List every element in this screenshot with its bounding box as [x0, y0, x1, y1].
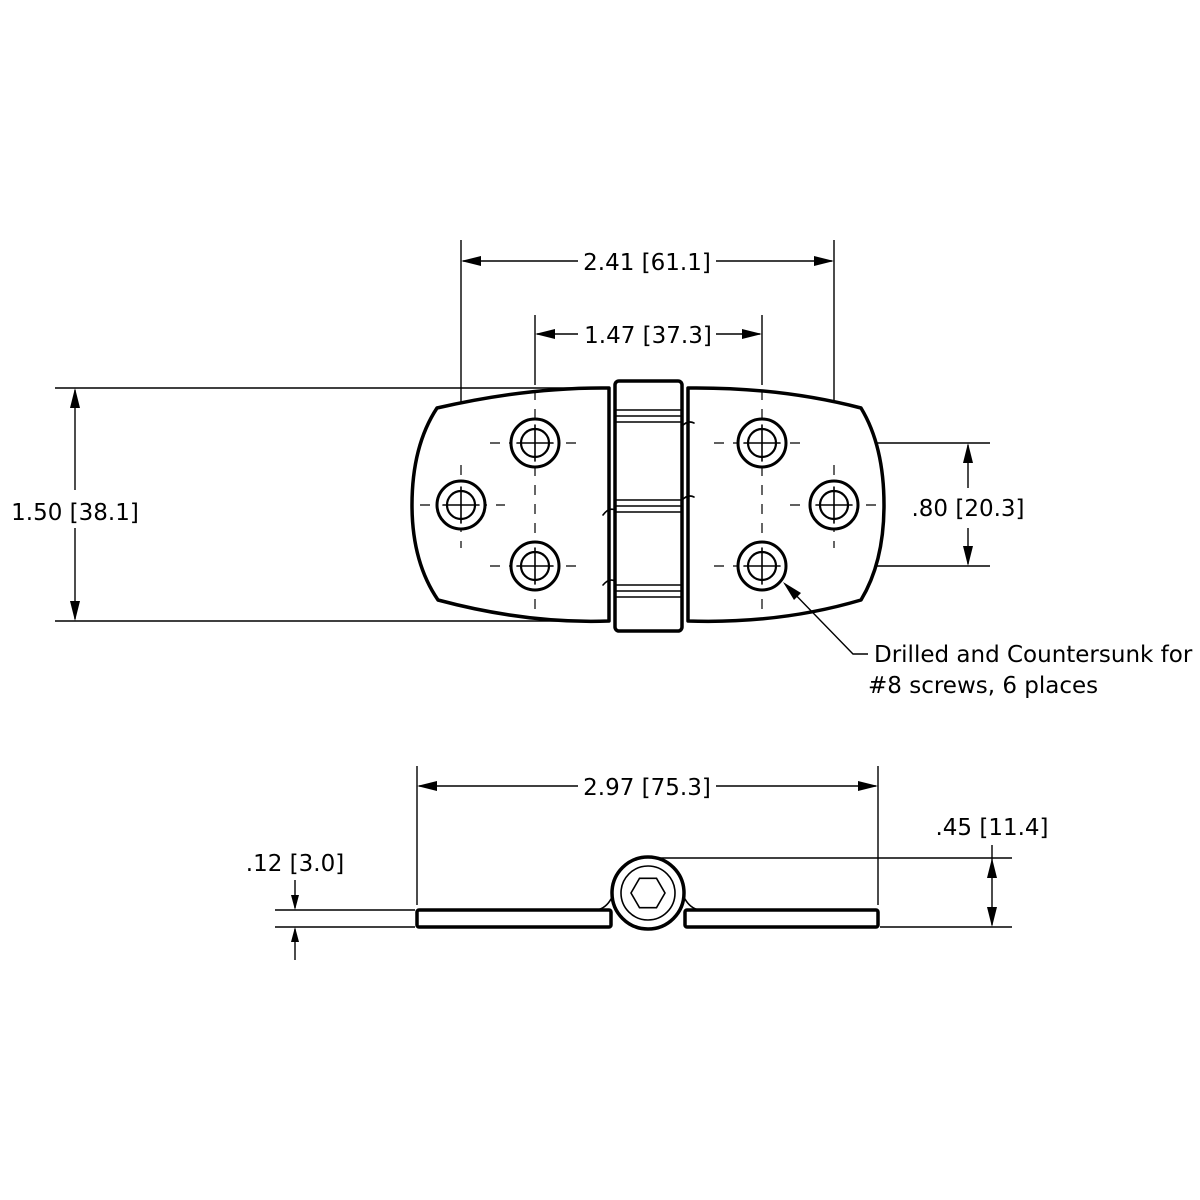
- arrowhead: [291, 927, 299, 942]
- countersunk-hole: [736, 540, 788, 592]
- arrowhead: [987, 907, 997, 927]
- arrowhead: [461, 256, 481, 266]
- hinge-knuckle: [602, 379, 695, 633]
- arrowhead: [742, 329, 762, 339]
- right-leaf-profile: [683, 908, 880, 929]
- inner-hole-spacing-label: 1.47 [37.3]: [584, 323, 712, 349]
- leaf-thickness-label: .12 [3.0]: [246, 851, 344, 877]
- dimension-inner-hole-spacing: 1.47 [37.3]: [535, 323, 762, 349]
- dimension-overall-hole-span: 2.41 [61.1]: [461, 250, 834, 276]
- countersunk-hole: [808, 479, 860, 531]
- note-line-1: Drilled and Countersunk for: [874, 642, 1193, 668]
- countersunk-hole: [509, 417, 561, 469]
- dimension-leaf-thickness: .12 [3.0]: [246, 851, 344, 960]
- arrowhead: [70, 601, 80, 621]
- dimension-vertical-hole-spacing: .80 [20.3]: [906, 443, 1030, 566]
- vertical-hole-spacing-label: .80 [20.3]: [911, 496, 1024, 522]
- overall-length-label: 2.97 [75.3]: [583, 775, 711, 801]
- arrowhead: [70, 388, 80, 408]
- leader-arrowhead: [783, 582, 801, 600]
- countersunk-hole: [435, 479, 487, 531]
- screw-holes: [435, 417, 860, 592]
- arrowhead: [535, 329, 555, 339]
- pin-bore: [620, 865, 676, 921]
- label-background: [8, 494, 144, 526]
- leaf-knuckle-fillet: [596, 898, 612, 911]
- label-background: [906, 492, 1030, 524]
- arrowhead: [858, 781, 878, 791]
- knuckle-join-curve: [602, 508, 616, 516]
- leader-line: [784, 583, 868, 655]
- arrowhead: [814, 256, 834, 266]
- knuckle-join-curve: [602, 579, 616, 586]
- arrowhead: [963, 546, 973, 566]
- leaf-knuckle-fillet: [684, 898, 700, 911]
- knuckle-height-label: .45 [11.4]: [935, 815, 1048, 841]
- arrowhead: [291, 895, 299, 910]
- left-leaf-profile: [415, 908, 613, 929]
- countersunk-hole: [736, 417, 788, 469]
- screw-hole-note: Drilled and Countersunk for #8 screws, 6…: [783, 582, 1193, 699]
- note-line-2: #8 screws, 6 places: [868, 673, 1098, 699]
- countersunk-hole: [509, 540, 561, 592]
- knuckle-join-curve: [681, 421, 695, 427]
- dimension-leaf-height: 1.50 [38.1]: [8, 388, 144, 621]
- knuckle-join-curve: [681, 495, 695, 501]
- arrowhead: [963, 443, 973, 463]
- side-view: 2.97 [75.3] .12 [3.0] .45 [11.4]: [246, 766, 1049, 960]
- leaf-height-label: 1.50 [38.1]: [11, 500, 139, 526]
- dimension-overall-length: 2.97 [75.3]: [417, 775, 878, 801]
- arrowhead: [987, 858, 997, 878]
- arrowhead: [417, 781, 437, 791]
- knuckle-profile: [610, 855, 686, 931]
- hex-pin-icon: [630, 877, 666, 909]
- dimension-knuckle-height: .45 [11.4]: [935, 815, 1049, 927]
- top-view: 2.41 [61.1] 1.47 [37.3] 1.50 [38.1]: [8, 240, 1193, 699]
- overall-hole-span-label: 2.41 [61.1]: [583, 250, 711, 276]
